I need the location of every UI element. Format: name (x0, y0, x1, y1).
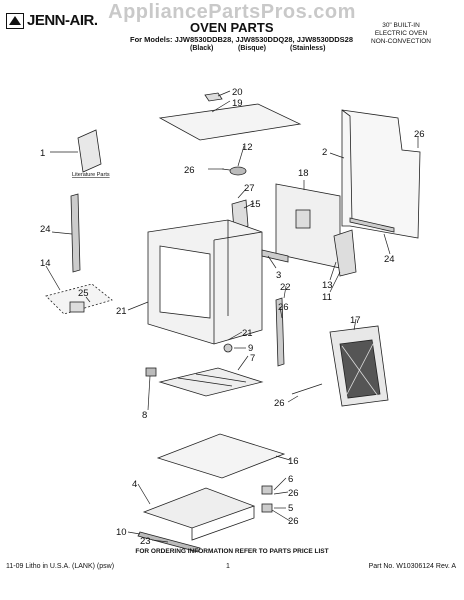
part-door-screw (291, 383, 323, 395)
callout-26: 26 (288, 488, 299, 499)
part-top-clip (204, 92, 223, 102)
callout-26: 26 (184, 165, 195, 176)
part-light-socket (229, 166, 247, 176)
literature-label: Literature Parts (72, 172, 110, 178)
brand-name: JENN-AIR. (27, 12, 98, 29)
oven-type-line: NON-CONVECTION (371, 38, 431, 45)
callout-26: 26 (414, 129, 425, 140)
callout-21: 21 (116, 306, 127, 317)
callout-1: 1 (40, 148, 45, 159)
part-switch (145, 367, 157, 377)
callout-10: 10 (116, 527, 127, 538)
part-box (45, 283, 113, 315)
callout-27: 27 (244, 183, 255, 194)
litho-info: 11-09 Litho in U.S.A. (LANK) (psw) (6, 563, 115, 570)
callout-25: 25 (78, 288, 89, 299)
part-rear-wrapper (341, 109, 421, 239)
part-small-knob (223, 343, 233, 353)
oven-type: 30" BUILT-IN ELECTRIC OVEN NON-CONVECTIO… (346, 22, 456, 46)
model-list: For Models: JJW8530DDB28, JJW8530DDQ28, … (130, 35, 354, 44)
callout-2: 2 (322, 147, 327, 158)
part-number: Part No. W10306124 Rev. A (368, 563, 456, 570)
part-drawer-top (156, 433, 286, 479)
page-number: 1 (226, 563, 230, 570)
part-vertical-strip (275, 297, 285, 367)
callout-14: 14 (40, 258, 51, 269)
finish-bisque: (Bisque) (238, 45, 266, 52)
page-title: OVEN PARTS (190, 20, 274, 35)
callout-12: 12 (242, 142, 253, 153)
callout-26: 26 (274, 398, 285, 409)
finish-black: (Black) (190, 45, 214, 52)
callout-3: 3 (276, 270, 281, 281)
part-drawer-bracket (261, 485, 273, 495)
part-tray (158, 367, 264, 397)
oven-type-line: 30" BUILT-IN (382, 22, 420, 29)
callout-8: 8 (142, 410, 147, 421)
part-box-insert (69, 301, 85, 313)
callout-7: 7 (250, 353, 255, 364)
part-drawer (142, 487, 256, 529)
callout-9: 9 (248, 343, 253, 354)
callout-21: 21 (242, 328, 253, 339)
part-back-panel-window (295, 209, 311, 229)
part-top-panel (158, 103, 302, 141)
callout-4: 4 (132, 479, 137, 490)
callout-24: 24 (40, 224, 51, 235)
callout-20: 20 (232, 87, 243, 98)
callout-6: 6 (288, 474, 293, 485)
callout-17: 17 (350, 315, 361, 326)
callout-18: 18 (298, 168, 309, 179)
watermark: AppliancePartsPros.com (108, 1, 356, 23)
ordering-note: FOR ORDERING INFORMATION REFER TO PARTS … (135, 548, 329, 555)
callout-23: 23 (140, 536, 151, 547)
callout-26: 26 (278, 302, 289, 313)
finish-stainless: (Stainless) (290, 45, 326, 52)
part-hinge-bracket (333, 229, 357, 277)
oven-type-line: ELECTRIC OVEN (374, 30, 428, 37)
callout-5: 5 (288, 503, 293, 514)
callout-11: 11 (322, 292, 332, 303)
part-side-trim-right (349, 217, 395, 233)
part-drawer-rail (137, 531, 201, 553)
callout-15: 15 (250, 199, 261, 210)
callout-13: 13 (322, 280, 333, 291)
part-element-bracket (261, 249, 289, 263)
callout-19: 19 (232, 98, 243, 109)
callout-16: 16 (288, 456, 299, 467)
callout-22: 22 (280, 282, 291, 293)
callout-24: 24 (384, 254, 395, 265)
part-drawer-clip (261, 503, 273, 513)
callout-26: 26 (288, 516, 299, 527)
brand-mark-icon (6, 12, 24, 29)
part-side-trim-left (70, 193, 81, 273)
brand-logo: JENN-AIR. (6, 12, 98, 29)
part-literature (77, 129, 102, 173)
